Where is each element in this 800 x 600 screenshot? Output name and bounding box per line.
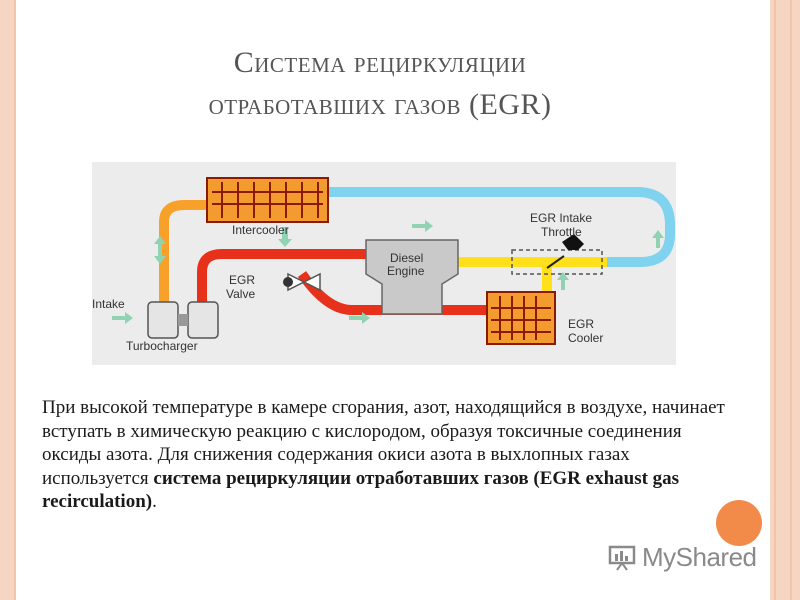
egr-diagram: Intercooler EGR Intake Throttle Diesel E… [92, 162, 676, 365]
throttle-plate [546, 255, 565, 269]
arrow-egr-up [557, 272, 569, 290]
arrow-loop-up [652, 230, 664, 248]
decorative-circle [716, 500, 762, 546]
turbocharger-left [147, 301, 179, 339]
flow-arrows [112, 220, 664, 324]
body-text: При высокой температуре в камере сгорани… [42, 397, 725, 489]
myshared-logo: MyShared [608, 540, 757, 574]
cold-air-pipe [328, 187, 675, 267]
arrow-top-center [412, 220, 433, 232]
label-egr-intake-2: Throttle [541, 225, 582, 239]
warm-air-pipe [159, 200, 207, 302]
label-diesel: Diesel [390, 251, 423, 265]
exhaust-pipe [197, 249, 367, 302]
logo-text: MyShared [642, 541, 757, 572]
body-paragraph: При высокой температуре в камере сгорани… [42, 396, 732, 514]
arrow-up-warm [154, 236, 166, 256]
presentation-icon [608, 545, 636, 571]
label-egr-valve-1: EGR [229, 273, 255, 287]
throttle-actuator [562, 234, 584, 250]
arrow-valve-down [278, 227, 292, 247]
label-egr-cooler-1: EGR [568, 317, 594, 331]
egr-cooler-grid [491, 296, 551, 340]
right-frame-line-outer [790, 0, 792, 600]
arrow-exhaust [349, 312, 370, 324]
label-egr-intake-1: EGR Intake [530, 211, 592, 225]
arrow-intake [112, 312, 133, 324]
egr-valve [287, 272, 321, 292]
slide-title-line1: Система рециркуляции [233, 46, 527, 79]
right-frame-line [774, 0, 776, 600]
label-engine: Engine [387, 264, 425, 278]
turbocharger-right [187, 301, 219, 339]
label-egr-cooler-2: Cooler [568, 331, 603, 345]
left-frame-border [0, 0, 14, 600]
body-bold-text: система рециркуляции отработавших газов … [42, 467, 680, 513]
label-egr-valve-2: Valve [226, 287, 255, 301]
label-intercooler: Intercooler [232, 223, 289, 237]
intercooler-grid [212, 182, 323, 218]
slide-title-line2: отработавших газов (EGR) [208, 88, 552, 121]
intercooler [206, 177, 329, 223]
egr-intake-throttle [511, 249, 603, 275]
turbocharger-shaft [178, 314, 188, 326]
body-tail: . [152, 491, 157, 512]
egr-cooler [486, 291, 556, 345]
label-turbocharger: Turbocharger [126, 339, 198, 353]
slide-title: Система рециркуляции отработавших газов … [90, 42, 670, 126]
left-frame-line [14, 0, 16, 600]
egr-valve-actuator [283, 277, 293, 287]
label-intake: Intake [92, 297, 125, 311]
diesel-engine [365, 239, 459, 315]
